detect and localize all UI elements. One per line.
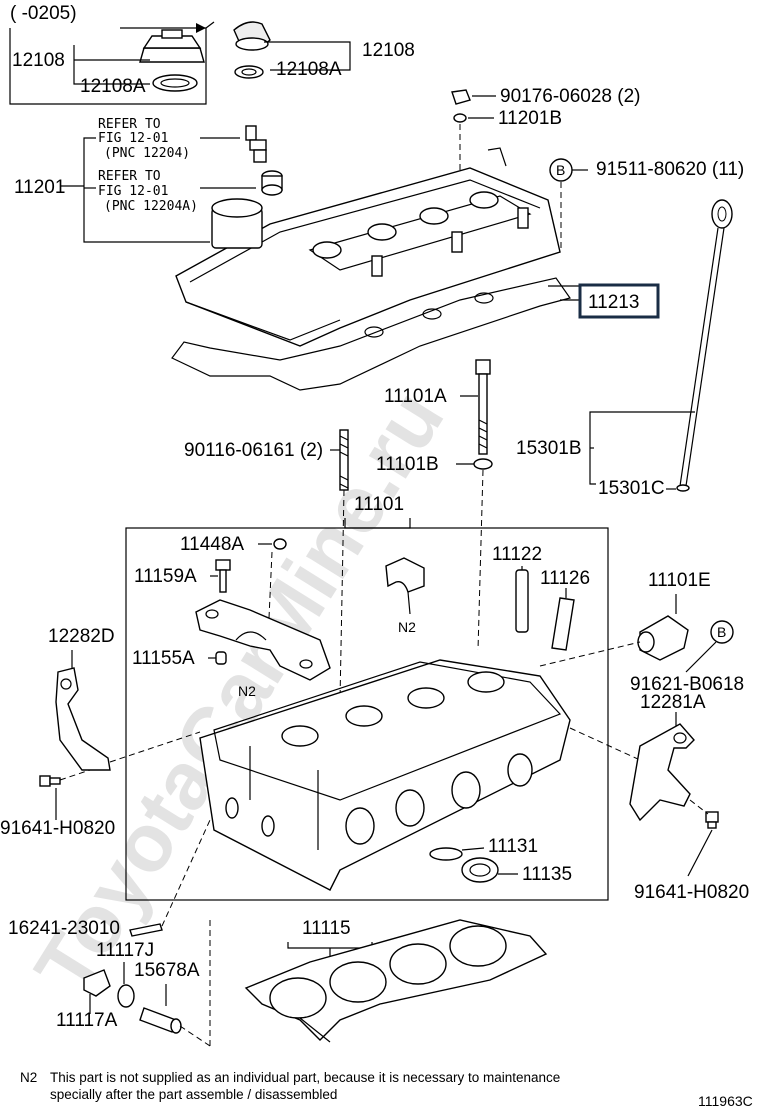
callout-15301c: 15301C (598, 478, 665, 499)
pcv-grommet (261, 170, 283, 196)
ref1-line1: REFER TO (98, 117, 161, 132)
o-ring (429, 847, 463, 861)
callout-11115: 11115 (302, 918, 351, 939)
cap-box-arrow (196, 23, 206, 33)
camshaft-bearing-cap (195, 599, 331, 681)
cam-cap-pin (215, 651, 227, 665)
cylinder-head-cover (175, 147, 561, 347)
callout-16241-23010: 16241-23010 (8, 918, 120, 939)
callout-11101b: 11101B (376, 454, 439, 475)
callout-91621-b0618: 91621-B0618 (630, 674, 744, 695)
cap-bracket-box (9, 27, 207, 105)
n2-marker-right: N2 (398, 619, 416, 635)
union-pipe (139, 1007, 182, 1034)
callout-11131: 11131 (488, 836, 538, 857)
callout-90116-06161: 90116-06161 (2) (184, 440, 323, 461)
cam-position-sensor (637, 615, 689, 661)
ref2-line1: REFER TO (98, 169, 161, 184)
callout-11213-highlight-box (578, 283, 660, 319)
callout-90176-06028: 90176-06028 (2) (500, 86, 641, 107)
grommet-part (453, 113, 467, 123)
footnote-label: N2 (20, 1070, 37, 1085)
dowel-pin (273, 538, 287, 550)
oil-seal (461, 857, 499, 883)
head-assembly-box (125, 527, 609, 901)
callout-11213: 11213 (588, 292, 639, 313)
cylinder-head-gasket (244, 919, 548, 1043)
cover-gasket (171, 277, 571, 391)
pcv-valve (245, 125, 267, 163)
b-marker-right-label: B (717, 624, 726, 640)
callout-91511-80620: 91511-80620 (11) (596, 159, 744, 180)
callout-11155a: 11155A (132, 648, 195, 669)
callout-11135: 11135 (522, 864, 572, 885)
callout-11101a: 11101A (384, 386, 447, 407)
date-range-label: ( -0205) (10, 3, 77, 24)
engine-hanger-left (55, 667, 111, 771)
head-bolt-washer (473, 458, 493, 470)
ref2-line3: (PNC 12204A) (104, 199, 198, 214)
oil-dipstick (679, 199, 733, 487)
ref1-line3: (PNC 12204) (104, 146, 190, 161)
callout-15301b: 15301B (516, 438, 582, 459)
callout-12108-right: 12108 (362, 40, 415, 61)
callout-12108a-right: 12108A (276, 59, 342, 80)
ref1-line2: FIG 12-01 (98, 131, 168, 146)
callout-11201: 11201 (14, 177, 65, 198)
b-marker-right (710, 620, 734, 644)
valve-guide-b (551, 597, 575, 651)
figure-id: 111963C (698, 1093, 753, 1109)
plug-gasket (117, 984, 135, 1008)
head-bolt (475, 359, 491, 455)
bearing-cap-small (385, 557, 425, 593)
cylinder-head-body (199, 659, 571, 891)
callout-11126: 11126 (540, 568, 590, 589)
cap-gasket-left (152, 74, 198, 92)
oil-filler-cap-left (139, 29, 205, 63)
callout-11122: 11122 (492, 544, 542, 565)
hanger-bolt-left (39, 775, 61, 787)
callout-11448a: 11448A (180, 534, 244, 555)
oil-filler-cap-right (233, 21, 271, 51)
callout-12108-left: 12108 (12, 50, 65, 71)
callout-91641-h0820-right: 91641-H0820 (634, 882, 749, 903)
callout-11117j: 11117J (96, 940, 154, 961)
cap-gasket-right (234, 65, 264, 79)
callout-11159a: 11159A (134, 566, 197, 587)
callout-11117a: 11117A (56, 1010, 118, 1031)
callout-15678a: 15678A (134, 960, 200, 981)
n2-marker-left: N2 (238, 683, 256, 699)
cam-cap-bolt (215, 559, 231, 593)
footnote-line1: This part is not supplied as an individu… (50, 1070, 560, 1085)
nut-part (451, 89, 471, 105)
front-stud (129, 923, 163, 937)
dipstick-ring (676, 484, 690, 492)
callout-12281a: 12281A (640, 692, 706, 713)
callout-12108a-left: 12108A (80, 76, 146, 97)
threaded-plug (83, 969, 111, 997)
callout-91641-h0820-left: 91641-H0820 (0, 818, 115, 839)
valve-guide-a (515, 569, 529, 633)
callout-11101: 11101 (354, 494, 404, 515)
b-marker-top-label: B (556, 162, 565, 178)
engine-hanger-right (629, 723, 695, 822)
footnote-line2: specially after the part assemble / disa… (50, 1087, 337, 1102)
callout-11201b: 11201B (498, 108, 562, 129)
callout-11101e: 11101E (648, 570, 711, 591)
callout-12282d: 12282D (48, 626, 115, 647)
stud-bolt (339, 429, 349, 491)
ref2-line2: FIG 12-01 (98, 184, 168, 199)
hanger-bolt-right (705, 811, 719, 829)
